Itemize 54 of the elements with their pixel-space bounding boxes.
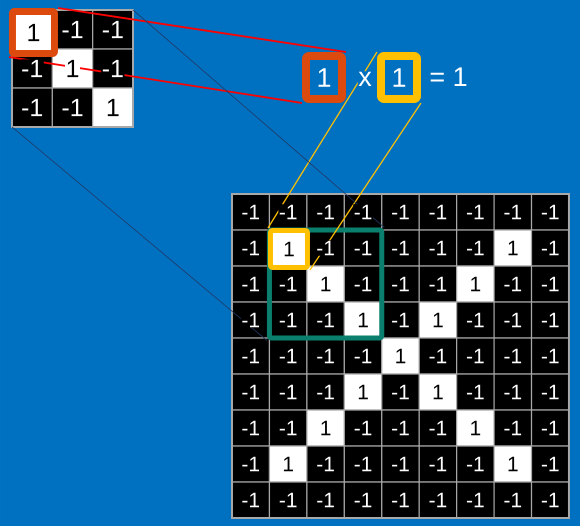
cell-value: -1 [20, 59, 44, 78]
cell-value: -1 [428, 456, 448, 472]
projection-line [8, 56, 302, 104]
cell-value: -1 [390, 456, 410, 472]
cell-value: -1 [466, 456, 486, 472]
cell-value: -1 [466, 204, 486, 220]
cell-value: -1 [101, 59, 124, 78]
cell-value: -1 [390, 384, 410, 400]
cell-value: -1 [428, 348, 448, 364]
cell-value: -1 [353, 348, 373, 364]
cell-value: 1 [65, 59, 80, 78]
projection-line [309, 102, 422, 270]
cell-value: -1 [428, 492, 448, 508]
cell-value: -1 [466, 348, 486, 364]
cell-value: -1 [466, 240, 486, 256]
highlighted-cell: 1 [268, 228, 310, 270]
cell-value: -1 [390, 312, 410, 328]
value-box: 1 [302, 52, 346, 103]
cell-value: -1 [466, 384, 486, 400]
cell-value: 1 [394, 348, 407, 364]
window-frame [266, 227, 384, 340]
cell-value: 1 [469, 420, 482, 436]
cell-value: -1 [60, 20, 84, 39]
cell-value: -1 [390, 276, 410, 292]
cell-value: -1 [428, 420, 448, 436]
cell-value: 1 [356, 312, 370, 328]
cell-value: -1 [466, 312, 486, 328]
cell-value: -1 [353, 276, 373, 292]
cell-value: -1 [353, 456, 373, 472]
cell-value: -1 [390, 204, 410, 220]
cell-value: -1 [428, 240, 448, 256]
cell-value: -1 [428, 276, 448, 292]
result-text: = 1 [428, 66, 468, 86]
cell-value: 1 [432, 384, 444, 400]
image-grid [231, 192, 570, 519]
cell-value: -1 [390, 420, 410, 436]
cell-value: 1 [469, 276, 482, 292]
cell-value: -1 [353, 204, 373, 220]
cell-value: -1 [428, 204, 448, 220]
cell-value: -1 [390, 240, 410, 256]
cell-value: -1 [20, 98, 44, 117]
operator-text: x [358, 71, 372, 86]
value-box: 1 [377, 52, 421, 103]
projection-line [58, 7, 346, 53]
cell-value: -1 [390, 492, 410, 508]
highlighted-cell: 1 [8, 8, 58, 57]
cell-value: -1 [466, 492, 486, 508]
cell-value: -1 [353, 420, 373, 436]
cell-value: -1 [353, 240, 373, 256]
cell-value: 1 [356, 384, 370, 400]
cell-value: -1 [60, 98, 84, 117]
cell-value: -1 [353, 492, 373, 508]
cell-value: -1 [101, 20, 124, 39]
cell-value: 1 [432, 312, 444, 328]
